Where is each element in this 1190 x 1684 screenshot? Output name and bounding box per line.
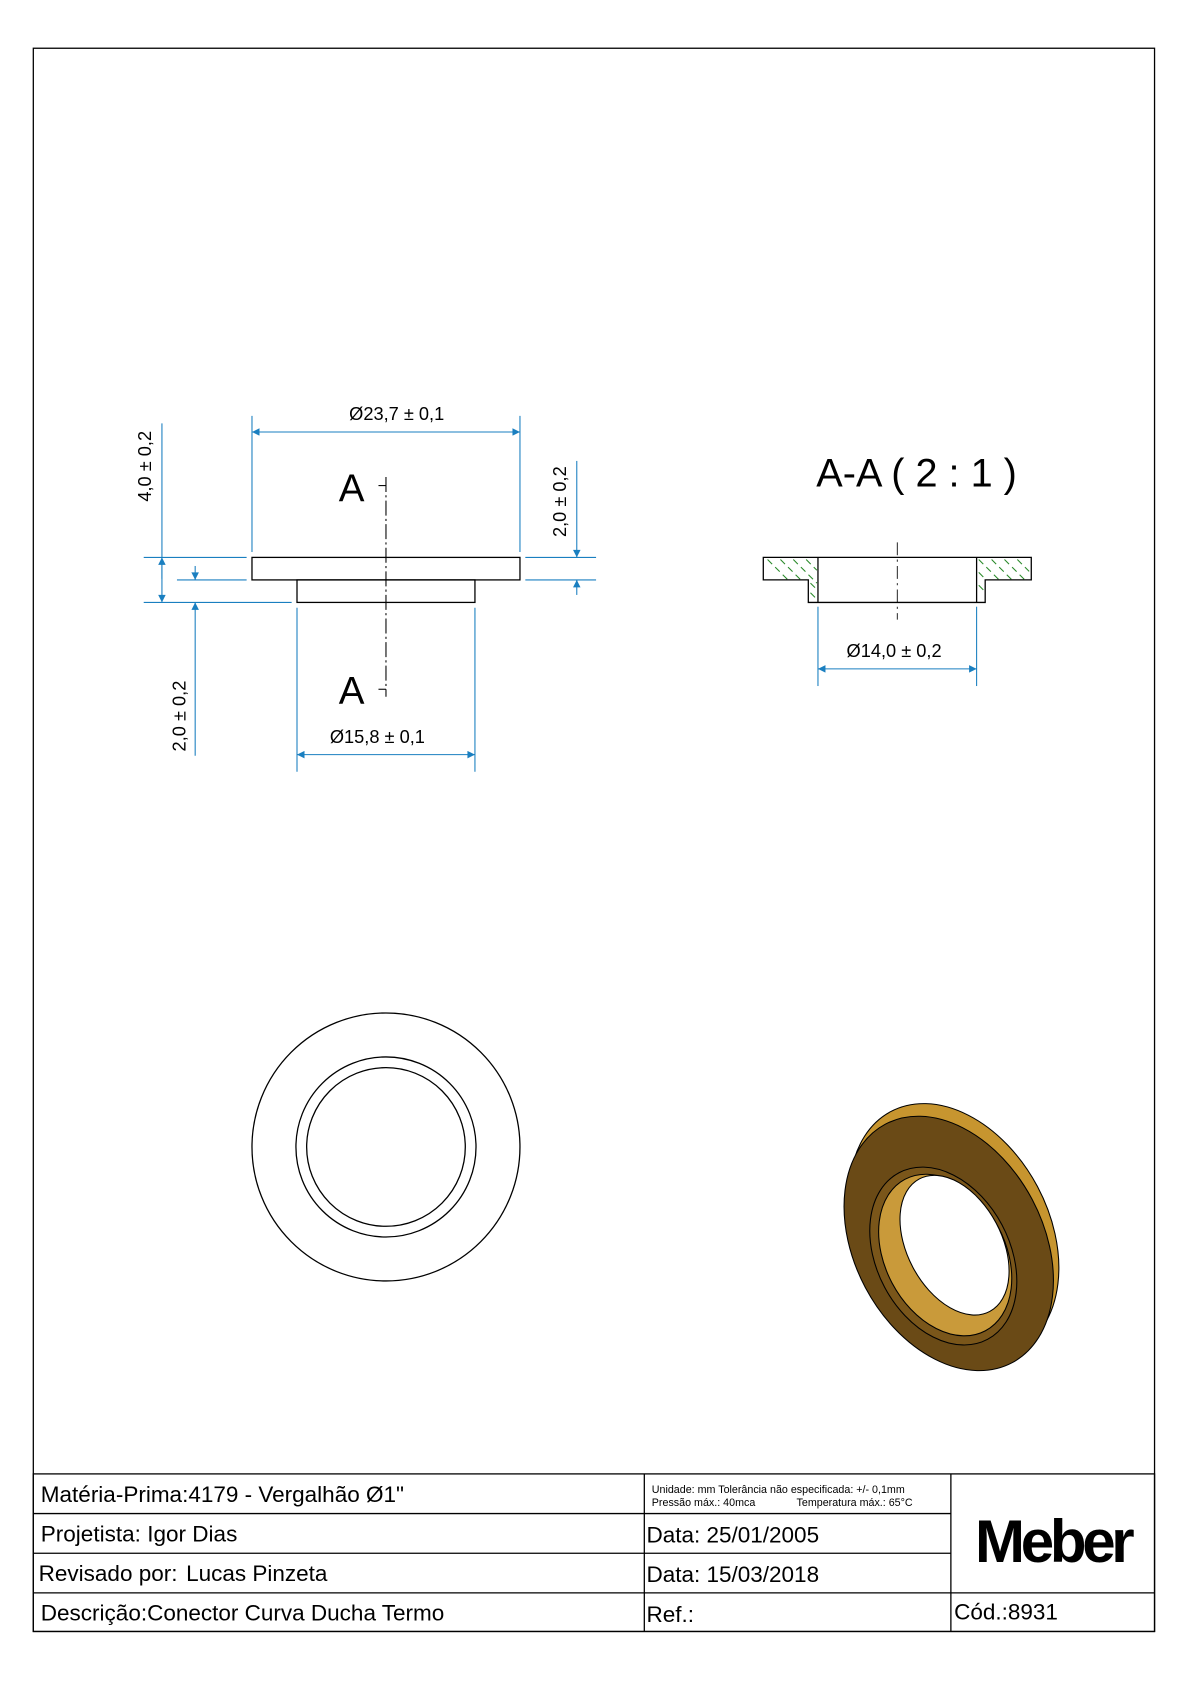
- svg-text:Matéria-Prima:4179 - Vergalhão: Matéria-Prima:4179 - Vergalhão Ø1": [41, 1482, 404, 1507]
- svg-text:Revisado por:Lucas Pinzeta: Revisado por: Lucas Pinzeta: [39, 1561, 328, 1586]
- cod-value: 8931: [1008, 1600, 1058, 1625]
- creation-date: Data: 25/01/2005: [646, 1523, 819, 1548]
- ref-label: Ref.:: [646, 1602, 694, 1627]
- title-block: Matéria-Prima:4179 - Vergalhão Ø1" Proje…: [32, 1473, 1156, 1633]
- sheet-border: [32, 47, 1156, 1633]
- section-hatching: [767, 559, 1030, 600]
- materia-prima-label: Matéria-Prima:: [41, 1482, 189, 1507]
- isometric-part-image: [843, 1103, 1060, 1372]
- projetista-value: Igor Dias: [147, 1521, 237, 1546]
- section-outline: [762, 556, 1032, 604]
- meber-logo: Meber: [975, 1508, 1134, 1575]
- svg-text:Descrição:Conector Curva Ducha: Descrição:Conector Curva Ducha Termo: [41, 1601, 445, 1626]
- dim-inner-diameter: Ø14,0 ± 0,2: [847, 641, 942, 661]
- front-view: A A Ø23,7 ± 0,1 4,0 ± 0,2 2,0 ± 0,2 2,0 …: [135, 404, 597, 772]
- dim-boss-height: 2,0 ± 0,2: [170, 681, 190, 752]
- notes-pressure: Pressão máx.: 40mca: [652, 1497, 756, 1509]
- cod-label: Cód.:: [954, 1600, 1008, 1625]
- descricao-label: Descrição:: [41, 1601, 147, 1626]
- projetista-label: Projetista:: [41, 1521, 141, 1546]
- notes-line-1: Unidade: mm Tolerância não especificada:…: [652, 1484, 905, 1496]
- revisado-label: Revisado por:: [39, 1561, 178, 1586]
- materia-prima-value: 4179 - Vergalhão Ø1": [188, 1482, 404, 1507]
- dim-total-height: 4,0 ± 0,2: [135, 431, 155, 502]
- notes-temperature: Temperatura máx.: 65°C: [797, 1497, 913, 1509]
- section-view-a-a: A-A ( 2 : 1 ) Ø14,0 ± 0,2: [762, 452, 1032, 687]
- dim-outer-diameter: Ø23,7 ± 0,1: [349, 404, 444, 424]
- svg-text:Cód.:8931: Cód.:8931: [954, 1600, 1058, 1625]
- revision-date: Data: 15/03/2018: [646, 1562, 819, 1587]
- dim-boss-diameter: Ø15,8 ± 0,1: [330, 727, 425, 747]
- section-title: A-A ( 2 : 1 ): [816, 452, 1017, 496]
- top-view: [251, 1012, 521, 1282]
- dim-flange-height: 2,0 ± 0,2: [550, 466, 570, 537]
- section-label-top: A: [339, 468, 365, 511]
- descricao-value: Conector Curva Ducha Termo: [147, 1601, 444, 1626]
- revisado-value: Lucas Pinzeta: [186, 1561, 328, 1586]
- svg-text:Projetista:Igor Dias: Projetista:Igor Dias: [41, 1521, 238, 1546]
- section-label-bottom: A: [339, 670, 365, 713]
